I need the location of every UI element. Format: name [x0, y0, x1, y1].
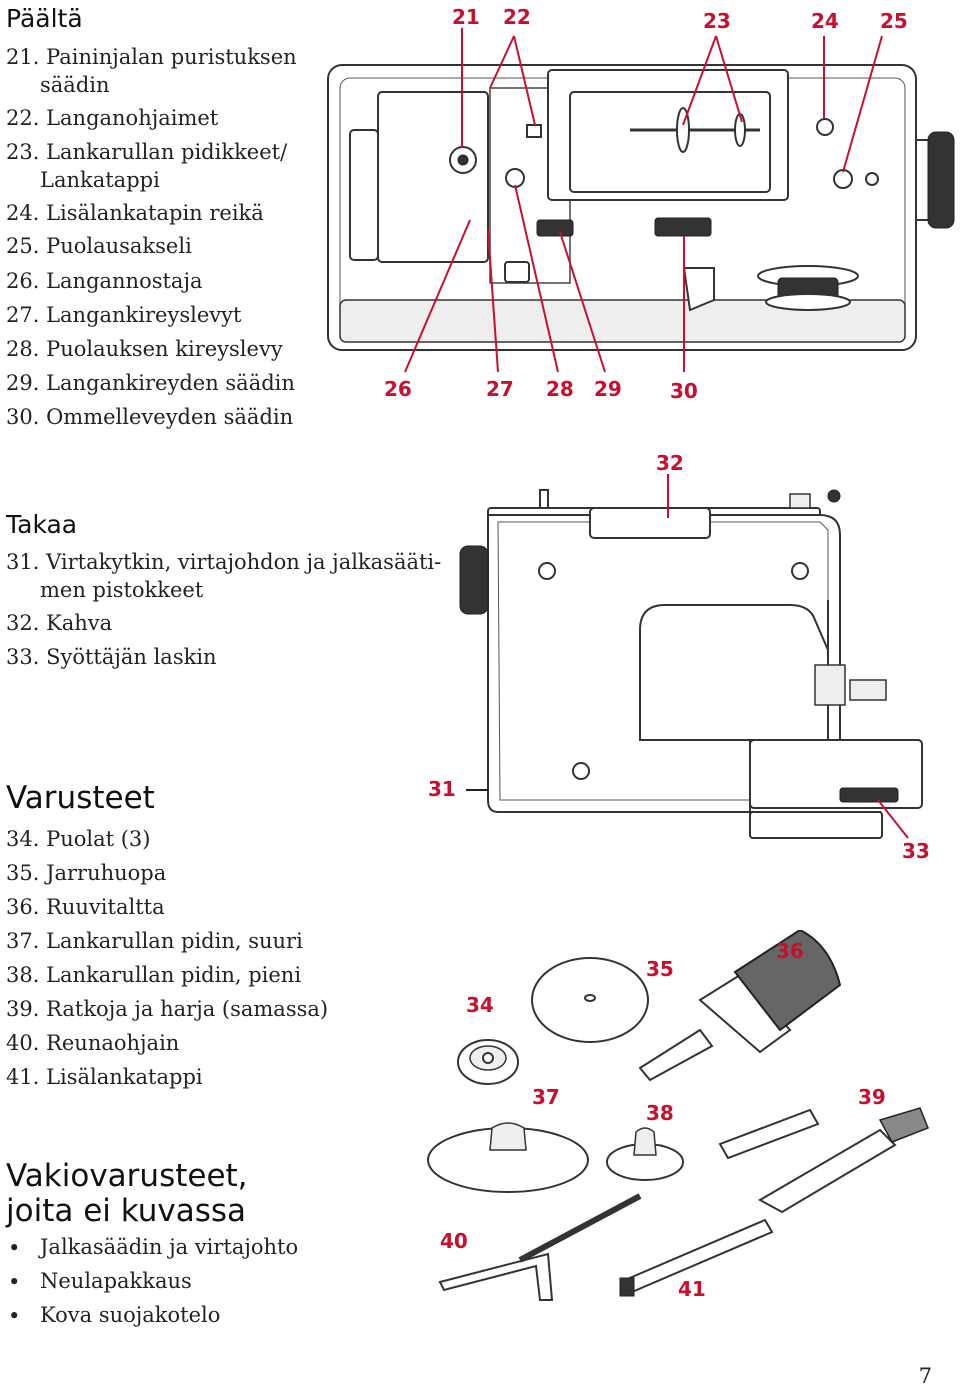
callout-35: 35	[646, 957, 674, 981]
list-item: 35. Jarruhuopa	[6, 861, 167, 885]
callout-40: 40	[440, 1229, 468, 1253]
list-item: 36. Ruuvitaltta	[6, 895, 165, 919]
list-item: 26. Langannostaja	[6, 269, 203, 293]
list-item: 41. Lisälankatappi	[6, 1065, 203, 1089]
list-item: 33. Syöttäjän laskin	[6, 645, 217, 669]
callout-36: 36	[776, 939, 804, 963]
callout-33: 33	[902, 839, 930, 863]
accessories-illustration: 34 35 36 37 38 39 40 41	[427, 930, 929, 1301]
machine-back-body	[459, 489, 923, 839]
list-item: 34. Puolat (3)	[6, 827, 151, 851]
bullet-icon: •	[8, 1304, 21, 1328]
callout-39: 39	[858, 1085, 886, 1109]
section-heading-standard-line2: joita ei kuvassa	[6, 1193, 247, 1229]
machine-back-view-illustration: 32 31 33	[428, 451, 930, 863]
edge-guide-icon	[438, 1193, 642, 1301]
callout-38: 38	[646, 1101, 674, 1125]
list-item: 24. Lisälankatapin reikä	[6, 201, 264, 225]
list-item: 25. Puolausakseli	[6, 234, 192, 258]
machine-top-view-illustration: 21 22 23 24 25 26 27 28 29 30	[327, 5, 955, 403]
list-item: Jalkasäädin ja virtajohto	[40, 1235, 299, 1259]
spool-cap-small-icon	[606, 1127, 684, 1181]
felt-pad-icon	[531, 957, 649, 1043]
bobbin-winder	[682, 265, 859, 312]
callout-lines-top	[404, 28, 883, 373]
list-item: men pistokkeet	[40, 578, 204, 602]
spool-pin-icon	[619, 1218, 774, 1297]
callout-21: 21	[452, 5, 480, 29]
bobbin-icon	[457, 1039, 519, 1085]
list-item: 21. Paininjalan puristuksen	[6, 45, 297, 69]
screwdriver-icon	[638, 930, 842, 1082]
list-item: 23. Lankarullan pidikkeet/	[6, 140, 288, 164]
section-heading-standard-line1: Vakiovarusteet,	[6, 1158, 248, 1194]
list-item: 37. Lankarullan pidin, suuri	[6, 929, 303, 953]
callout-37: 37	[532, 1085, 560, 1109]
section-heading-top: Päältä	[6, 4, 83, 33]
callout-25: 25	[880, 9, 908, 33]
spool-pins	[630, 107, 760, 153]
callout-32: 32	[656, 451, 684, 475]
callout-30: 30	[670, 379, 698, 403]
list-item: 38. Lankarullan pidin, pieni	[6, 963, 302, 987]
list-item: 30. Ommelleveyden säädin	[6, 405, 294, 429]
callout-26: 26	[384, 377, 412, 401]
callout-24: 24	[811, 9, 839, 33]
list-item: 32. Kahva	[6, 611, 113, 635]
section-heading-accessories: Varusteet	[6, 780, 155, 816]
section-heading-back: Takaa	[6, 510, 78, 539]
list-item: säädin	[40, 73, 110, 97]
list-item: 28. Puolauksen kireyslevy	[6, 337, 283, 361]
list-item: 39. Ratkoja ja harja (samassa)	[6, 997, 329, 1021]
machine-top-body	[327, 64, 955, 351]
callout-23: 23	[703, 9, 731, 33]
list-item: Kova suojakotelo	[40, 1303, 221, 1327]
list-item: 40. Reunaohjain	[6, 1031, 180, 1055]
list-item: 27. Langankireyslevyt	[6, 303, 242, 327]
bullet-icon: •	[8, 1270, 21, 1294]
callout-22: 22	[503, 5, 531, 29]
callout-27: 27	[486, 377, 514, 401]
callout-28: 28	[546, 377, 574, 401]
list-item: Neulapakkaus	[40, 1269, 192, 1293]
page-number: 7	[918, 1364, 932, 1388]
callout-34: 34	[466, 993, 494, 1017]
spool-cap-large-icon	[427, 1122, 589, 1193]
list-item: 31. Virtakytkin, virtajohdon ja jalkasää…	[6, 550, 442, 574]
callout-31: 31	[428, 777, 456, 801]
list-item: Lankatappi	[40, 168, 160, 192]
bullet-icon: •	[8, 1236, 21, 1260]
callout-29: 29	[594, 377, 622, 401]
list-item: 29. Langankireyden säädin	[6, 371, 295, 395]
callout-41: 41	[678, 1277, 706, 1301]
list-item: 22. Langanohjaimet	[6, 106, 219, 130]
seam-ripper-brush-icon	[718, 1107, 929, 1214]
callout-lines-back	[466, 474, 909, 839]
